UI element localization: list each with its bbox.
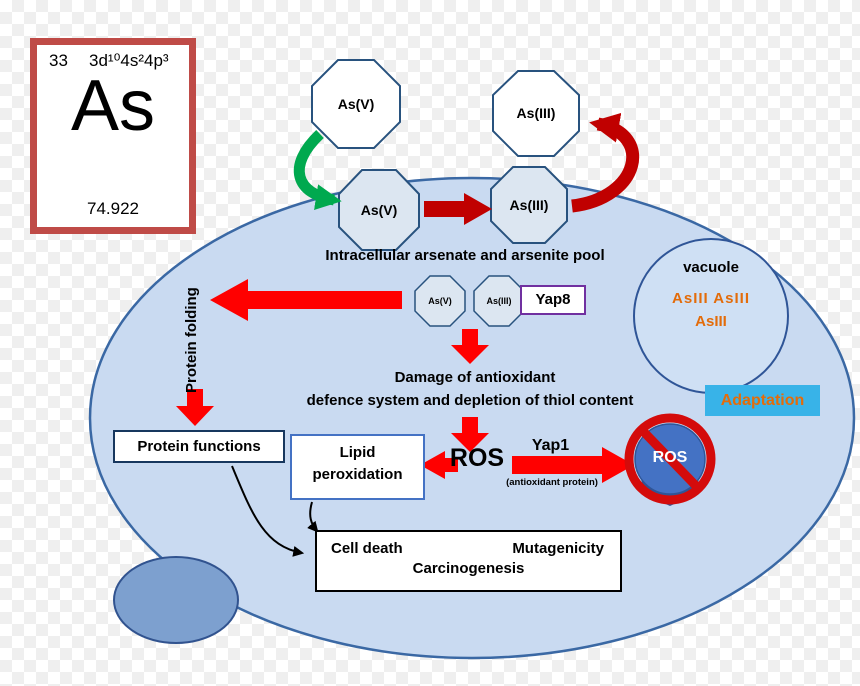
octagon-complex-asiii xyxy=(473,275,525,327)
mutagenicity-label: Mutagenicity xyxy=(512,540,604,557)
atomic-number: 33 xyxy=(49,51,68,70)
vacuole-title: vacuole xyxy=(683,259,739,276)
arrow-yap1-right xyxy=(512,447,634,483)
arrow-complex-to-damage xyxy=(451,329,489,364)
yap8-box: Yap8 xyxy=(520,285,586,315)
vacuole-asiii-line2: AsIII xyxy=(695,313,727,330)
electron-configuration: 3d¹⁰4s²4p³ xyxy=(89,51,169,70)
complex-asiii-label: As(III) xyxy=(486,296,512,306)
element-symbol: As xyxy=(70,66,156,146)
octagon-complex-asv xyxy=(414,275,466,327)
arrow-folding-to-functions xyxy=(176,389,214,426)
lipid-to-celldeath-arrow xyxy=(307,501,319,533)
protein-functions-box: Protein functions xyxy=(113,430,285,463)
complex-asv-label: As(V) xyxy=(428,296,452,306)
lipid-peroxidation-box: Lipid peroxidation xyxy=(290,434,425,500)
ros-blocked-label: ROS xyxy=(652,449,688,466)
pool-caption: Intracellular arsenate and arsenite pool xyxy=(325,247,605,264)
intracellular-asv-label: As(V) xyxy=(360,202,398,218)
lipid-line2: peroxidation xyxy=(312,466,403,483)
prohibition-slash xyxy=(637,425,703,493)
extracellular-asiii-label: As(III) xyxy=(516,105,556,121)
octagon-intracellular-asv xyxy=(338,169,420,251)
atomic-mass: 74.922 xyxy=(87,199,139,218)
yap1-label: Yap1 xyxy=(531,437,570,454)
lipid-line1: Lipid xyxy=(339,444,376,461)
vacuole-asiii-line1: AsIII AsIII xyxy=(672,290,750,307)
asv-to-asiii-arrow xyxy=(424,193,492,225)
arsenite-efflux-arrow xyxy=(571,112,640,213)
arrow-damage-to-ros xyxy=(451,417,489,452)
yap1-sublabel: (antioxidant protein) xyxy=(506,477,598,488)
outcomes-box: Cell death Mutagenicity Carcinogenesis xyxy=(315,530,622,592)
protein-folding-label: Protein folding xyxy=(183,287,200,393)
arrow-to-protein-folding xyxy=(210,279,402,321)
damage-line2: defence system and depletion of thiol co… xyxy=(306,392,634,409)
octagon-extracellular-asiii xyxy=(492,70,580,157)
arsenate-uptake-arrow xyxy=(293,129,342,210)
cell-death-label: Cell death xyxy=(331,540,403,557)
functions-to-celldeath-arrow xyxy=(231,465,305,557)
carcinogenesis-label: Carcinogenesis xyxy=(412,560,525,577)
prohibition-ring xyxy=(624,413,716,505)
arrow-ros-to-lipid xyxy=(420,451,458,479)
small-cell xyxy=(113,556,239,644)
extracellular-asv-label: As(V) xyxy=(337,96,375,112)
adaptation-badge: Adaptation xyxy=(705,385,820,416)
intracellular-asiii-label: As(III) xyxy=(509,197,549,213)
element-card: 33 3d¹⁰4s²4p³ As 74.922 xyxy=(30,38,196,234)
damage-line1: Damage of antioxidant xyxy=(394,369,556,386)
octagon-intracellular-asiii xyxy=(490,166,568,244)
octagon-extracellular-asv xyxy=(311,59,401,149)
ros-label: ROS xyxy=(449,444,505,472)
